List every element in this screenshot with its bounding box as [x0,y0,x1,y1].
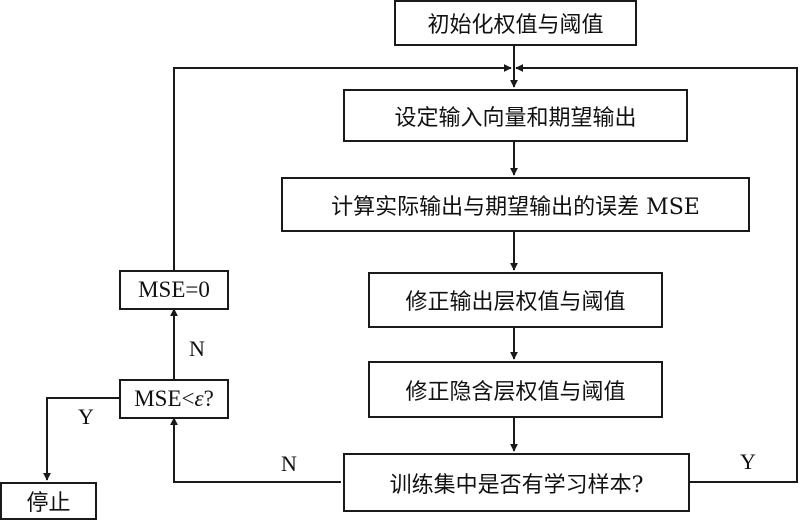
edge-label-yes-left: Y [78,404,94,429]
fix-hidden-node-label: 修正隐含层权值与阈值 [405,379,626,405]
has-samples-node: 训练集中是否有学习样本? [343,453,690,512]
mse-check-epsilon: ε [194,386,204,411]
fix-output-node-label: 修正输出层权值与阈值 [405,290,626,315]
fix-output-node: 修正输出层权值与阈值 [368,272,663,328]
arrow-zero-loop [173,64,512,270]
stop-node: 停止 [0,482,97,520]
init-node: 初始化权值与阈值 [394,0,637,46]
has-samples-node-label: 训练集中是否有学习样本? [389,472,644,498]
mse-zero-node: MSE=0 [119,270,229,310]
calc-error-node: 计算实际输出与期望输出的误差 MSE [281,177,750,232]
arrow-yes-loop [515,64,798,483]
mse-zero-node-label: MSE=0 [138,277,210,302]
arrow-mse-check-to-stop [43,397,119,481]
edge-label-no-left: N [189,336,205,361]
set-io-node-label: 设定输入向量和期望输出 [394,105,637,131]
edge-label-no-bottom: N [281,451,297,476]
arrow-no-to-mse-check [170,417,341,483]
init-node-label: 初始化权值与阈值 [427,13,604,38]
fix-hidden-node: 修正隐含层权值与阈值 [368,361,663,418]
mse-check-prefix: MSE< [134,386,195,411]
mse-check-node: MSE<ε? [119,379,229,419]
mse-check-suffix: ? [203,386,214,411]
set-io-node: 设定输入向量和期望输出 [343,89,688,142]
calc-error-node-label: 计算实际输出与期望输出的误差 MSE [331,194,700,220]
stop-node-label: 停止 [26,491,71,516]
edge-label-yes-right: Y [740,449,756,474]
